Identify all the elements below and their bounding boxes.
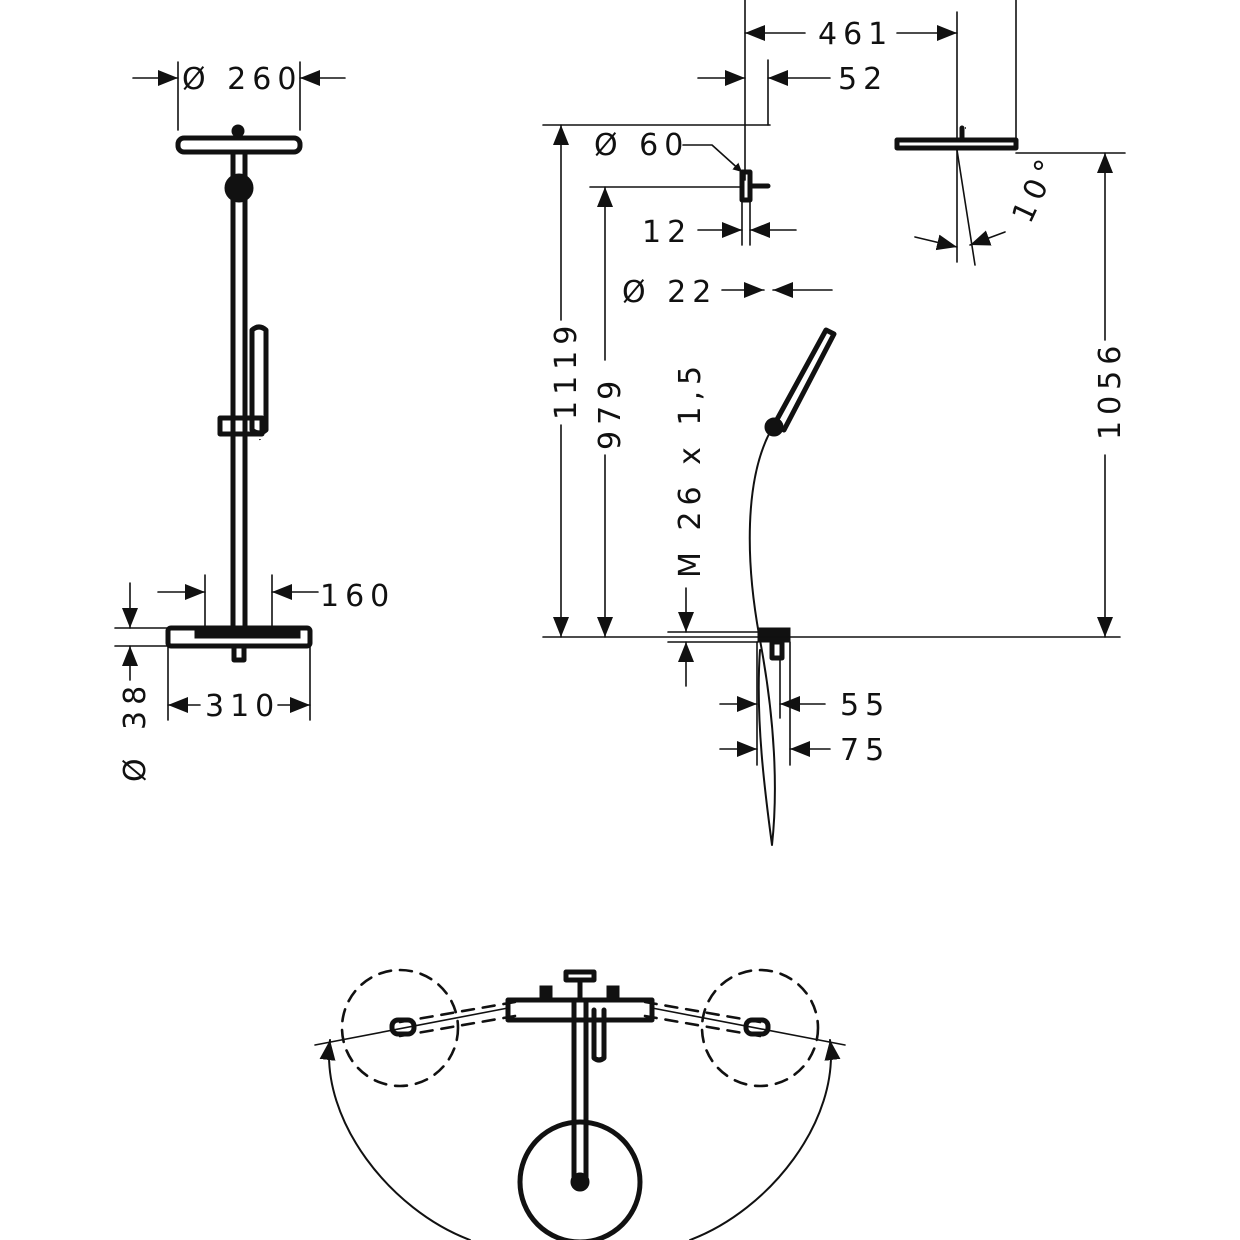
rotation-ref-left (314, 1007, 509, 1046)
front-wall-bracket (224, 173, 254, 203)
dim-line-tilt-left (914, 234, 958, 251)
label-flange-diameter: Ø 60 (594, 128, 689, 163)
front-slider-holder (217, 415, 265, 437)
side-slider (764, 417, 784, 437)
top-view (314, 968, 846, 1240)
rotated-arm-right (643, 1000, 762, 1038)
label-connection-depth-1: 55 (840, 688, 890, 723)
rotated-arm-left (398, 1000, 517, 1038)
side-hand-shower (771, 327, 837, 433)
label-bracket-height: 979 (593, 375, 628, 450)
label-thermostat-width: 310 (205, 689, 280, 724)
front-thermostat-handle (194, 629, 301, 639)
label-pipe-diameter: Ø 22 (622, 275, 717, 310)
top-mixer-knob-right (606, 985, 620, 1001)
label-arm-projection: 461 (818, 17, 893, 52)
front-outlet (231, 643, 247, 663)
rotated-head-left (340, 968, 460, 1088)
rotated-head-right (700, 968, 820, 1088)
front-view: Ø 260 160 38 Ø 310 (114, 61, 395, 845)
label-thread: M 26 x 1,5 (673, 360, 708, 578)
side-hose (748, 431, 776, 846)
side-mixer-outlet (769, 639, 785, 661)
rotated-handle-left (389, 1017, 417, 1037)
top-head-center (570, 1172, 590, 1192)
leader-flange (682, 144, 743, 173)
front-hose (213, 439, 379, 844)
rotation-ref-right (651, 1007, 846, 1046)
tilt-angle-line (956, 149, 976, 266)
label-head-height: 1056 (1093, 340, 1128, 440)
label-hose-offset: 160 (320, 579, 395, 614)
label-pipe-offset: 52 (838, 62, 888, 97)
front-head-connector (231, 124, 245, 138)
label-head-diameter: Ø 260 (182, 62, 302, 97)
label-connection-depth-2: 75 (840, 733, 890, 768)
top-arm (571, 997, 589, 1183)
rotation-arc-left (319, 1039, 471, 1240)
label-flange-depth: 12 (642, 215, 692, 250)
label-head-tilt: 10° (1006, 149, 1068, 228)
side-shower-arm-inner (766, 126, 965, 630)
front-riser-pipe (230, 149, 248, 633)
rotated-handle-right (743, 1017, 771, 1037)
front-hose-inner (212, 439, 380, 845)
label-overall-height: 1119 (549, 320, 584, 420)
top-overhead-head (517, 1119, 643, 1240)
top-mixer-body (505, 997, 655, 1023)
top-hand-shower (591, 1007, 607, 1063)
side-overhead-head (894, 137, 1019, 151)
label-diameter-symbol: Ø (118, 752, 153, 782)
dim-line-tilt-right (969, 230, 1006, 246)
label-thermostat-height: 38 (118, 680, 153, 730)
side-view: 461 52 Ø 60 12 Ø 22 1119 979 M 26 x 1,5 (542, 0, 1128, 846)
top-mixer-knob-left (539, 985, 553, 1001)
rotation-arc-right (689, 1039, 841, 1240)
